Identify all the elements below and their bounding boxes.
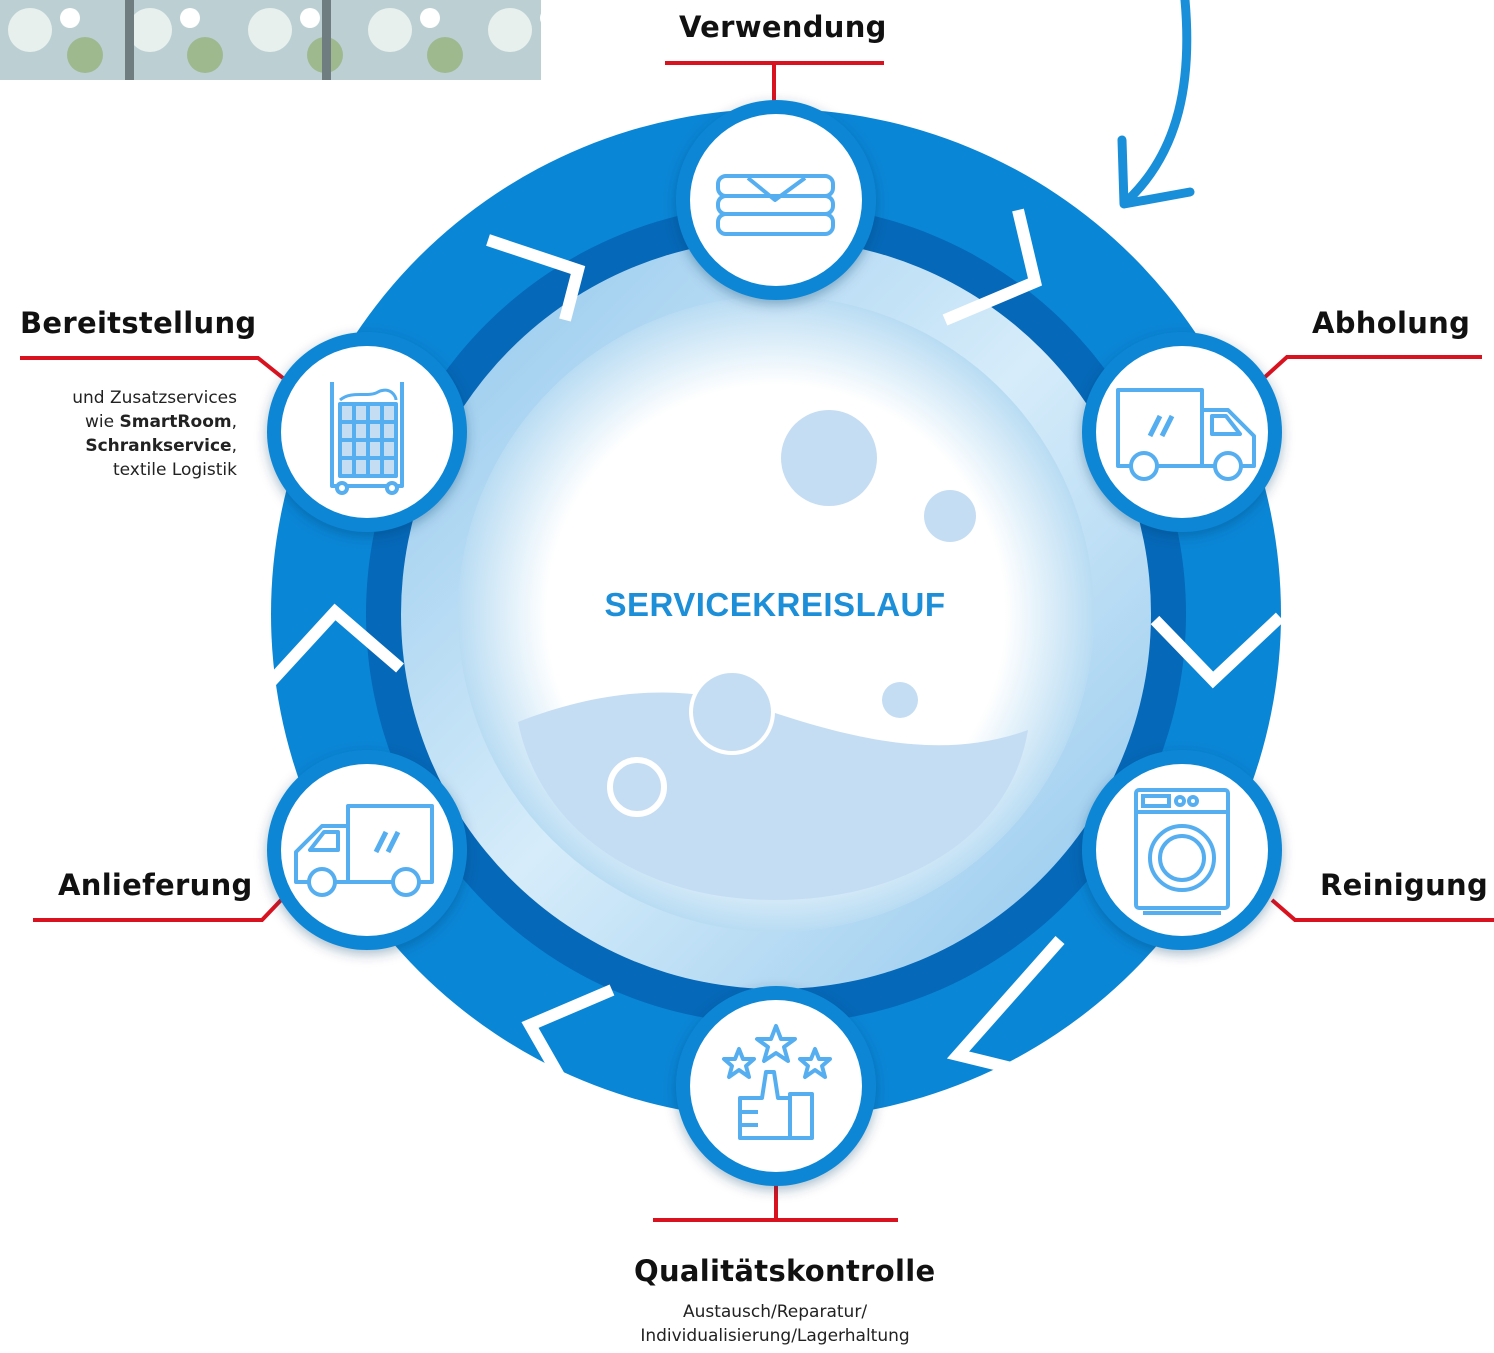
note-text: ,	[231, 412, 237, 432]
header-photo	[0, 0, 541, 80]
note-line: Individualisierung/Lagerhaltung	[640, 1326, 910, 1346]
connector-anlieferung	[33, 896, 285, 922]
folded-linen-icon	[716, 174, 835, 236]
note-text: ,	[231, 436, 237, 456]
laundry-cart-icon	[330, 382, 404, 495]
curved-arrow-icon	[1117, 0, 1195, 209]
node-reinigung	[1082, 750, 1282, 950]
center-title: SERVICEKREISLAUF	[604, 586, 946, 623]
stage-label-verwendung: Verwendung	[679, 10, 887, 44]
connector-lines	[20, 61, 1494, 1222]
note-line: wie SmartRoom,	[20, 410, 237, 434]
stage-label-anlieferung: Anlieferung	[58, 868, 253, 902]
note-line: Schrankservice,	[20, 434, 237, 458]
note-line: und Zusatzservices	[72, 388, 237, 408]
bereitstellung-note: und Zusatzservices wie SmartRoom, Schran…	[20, 386, 237, 482]
note-line: Austausch/Reparatur/	[682, 1302, 868, 1322]
stage-label-abholung: Abholung	[1312, 306, 1471, 340]
washing-machine-icon	[1134, 788, 1230, 915]
note-text: wie	[84, 412, 120, 432]
note-bold-text: SmartRoom	[119, 412, 232, 432]
connector-abholung	[1263, 355, 1482, 379]
note-line: textile Logistik	[112, 460, 237, 480]
stage-label-reinigung: Reinigung	[1320, 868, 1489, 902]
connector-reinigung	[1270, 898, 1494, 922]
qualitaetskontrolle-note: Austausch/Reparatur/ Individualisierung/…	[560, 1300, 990, 1348]
stage-label-bereitstellung: Bereitstellung	[20, 306, 257, 340]
note-bold-text: Schrankservice	[85, 436, 232, 456]
thumbs-up-stars-icon	[722, 1024, 832, 1140]
delivery-truck-icon	[294, 804, 434, 897]
stage-label-qualitaetskontrolle: Qualitätskontrolle	[634, 1254, 936, 1288]
center-illustration	[518, 410, 1028, 900]
connector-bereitstellung	[20, 356, 285, 380]
delivery-truck-icon	[1116, 388, 1256, 481]
